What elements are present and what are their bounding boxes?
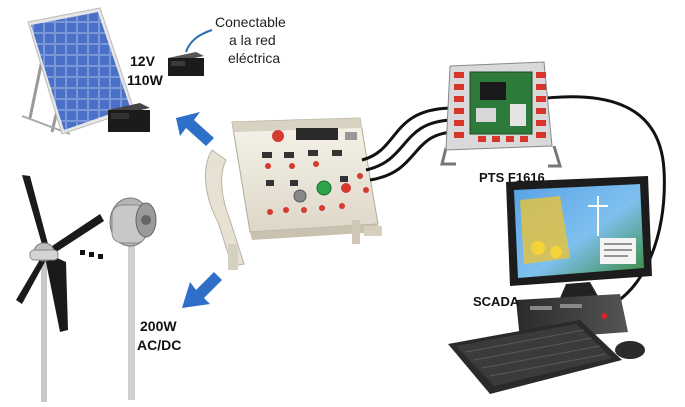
grid-label-line3: eléctrica — [228, 50, 281, 66]
turbine-generator — [109, 197, 157, 400]
grid-connection-cable — [185, 29, 213, 53]
turbine-dots — [80, 250, 103, 259]
pts-controller — [440, 61, 563, 168]
controller-label: PTS F1616 — [479, 170, 545, 185]
wind-spec-line1: 200W — [140, 318, 177, 334]
solar-battery — [108, 103, 150, 132]
scada-keyboard — [448, 320, 645, 394]
solar-spec-line1: 12V — [130, 53, 155, 69]
grid-inverter-box — [168, 52, 204, 76]
wind-spec-line2: AC/DC — [137, 337, 182, 353]
arrow-to-solar — [176, 112, 214, 146]
arrow-to-wind — [182, 272, 222, 308]
solar-spec-line2: 110W — [127, 72, 163, 88]
grid-label-line2: a la red — [229, 32, 276, 48]
wind-turbine — [16, 175, 104, 402]
grid-label-line1: Conectable — [215, 14, 286, 30]
scada-monitor — [506, 176, 652, 298]
scada-label: SCADA — [473, 294, 520, 309]
data-cables — [361, 95, 666, 312]
trainer-case — [205, 117, 382, 270]
